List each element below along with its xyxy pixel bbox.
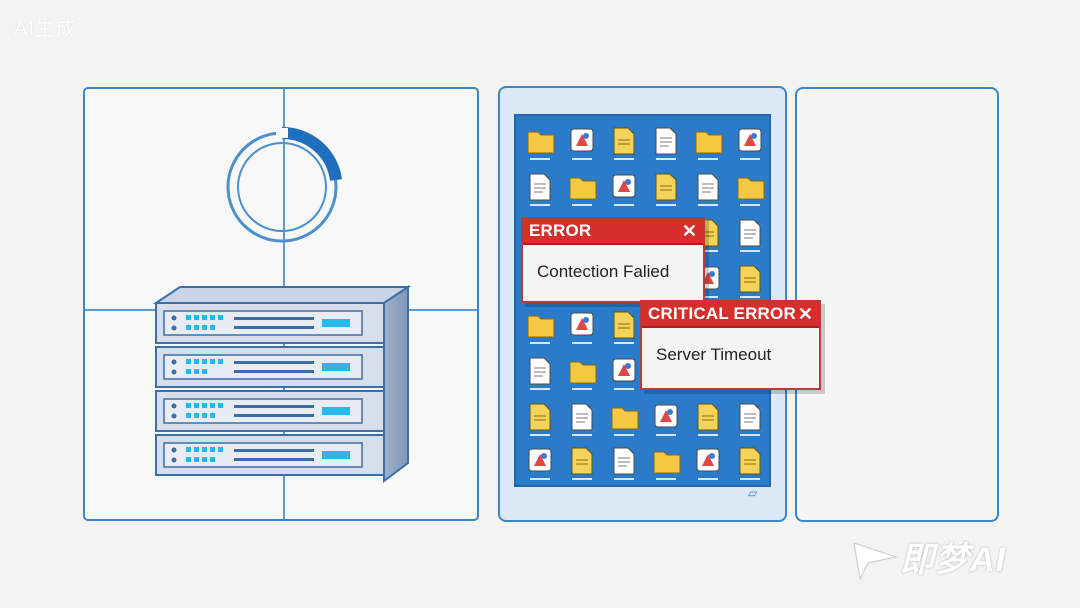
folder-icon[interactable] xyxy=(569,177,597,206)
close-icon[interactable]: ✕ xyxy=(797,304,813,324)
monitor-button-icon: ▱ xyxy=(748,486,758,500)
server-units xyxy=(155,302,385,476)
folder-icon[interactable] xyxy=(611,407,639,436)
file-icon[interactable] xyxy=(738,128,762,160)
file-icon[interactable] xyxy=(571,447,593,480)
file-icon[interactable] xyxy=(612,174,636,206)
file-icon[interactable] xyxy=(613,447,635,480)
error-dialog-message: Contection Falied xyxy=(537,262,670,281)
critical-error-dialog-title-bar: CRITICAL ERROR ✕ xyxy=(642,302,819,328)
file-icon[interactable] xyxy=(529,173,551,206)
file-icon[interactable] xyxy=(613,127,635,160)
file-icon[interactable] xyxy=(528,448,552,480)
critical-error-dialog: CRITICAL ERROR ✕ Server Timeout xyxy=(640,300,821,390)
error-dialog: ERROR ✕ Contection Falied xyxy=(521,217,705,303)
file-icon[interactable] xyxy=(696,448,720,480)
file-icon[interactable] xyxy=(655,127,677,160)
error-dialog-title-bar: ERROR ✕ xyxy=(523,219,703,245)
folder-icon[interactable] xyxy=(569,361,597,390)
folder-icon[interactable] xyxy=(653,451,681,480)
close-icon[interactable]: ✕ xyxy=(681,221,697,241)
file-icon[interactable] xyxy=(739,219,761,252)
folder-icon[interactable] xyxy=(527,315,555,344)
server-rack-icon xyxy=(152,285,412,483)
file-icon[interactable] xyxy=(739,403,761,436)
empty-panel xyxy=(795,87,999,522)
file-icon[interactable] xyxy=(654,404,678,436)
error-dialog-title: ERROR xyxy=(529,221,592,240)
file-icon[interactable] xyxy=(613,311,635,344)
watermark-top: AI生成 xyxy=(14,18,77,40)
file-icon[interactable] xyxy=(612,358,636,390)
file-icon[interactable] xyxy=(739,447,761,480)
watermark-logo-icon xyxy=(853,542,898,581)
file-icon[interactable] xyxy=(571,403,593,436)
folder-icon[interactable] xyxy=(737,177,765,206)
file-icon[interactable] xyxy=(697,173,719,206)
file-icon[interactable] xyxy=(570,128,594,160)
folder-icon[interactable] xyxy=(695,131,723,160)
critical-error-dialog-title: CRITICAL ERROR xyxy=(648,304,796,323)
critical-error-dialog-message: Server Timeout xyxy=(656,345,772,364)
file-icon[interactable] xyxy=(697,403,719,436)
file-icon[interactable] xyxy=(529,357,551,390)
file-icon[interactable] xyxy=(529,403,551,436)
folder-icon[interactable] xyxy=(527,131,555,160)
file-icon[interactable] xyxy=(570,312,594,344)
watermark-bottom: 即梦AI xyxy=(900,541,1006,579)
file-icon[interactable] xyxy=(739,265,761,298)
file-icon[interactable] xyxy=(655,173,677,206)
loading-ring-icon xyxy=(226,126,342,243)
